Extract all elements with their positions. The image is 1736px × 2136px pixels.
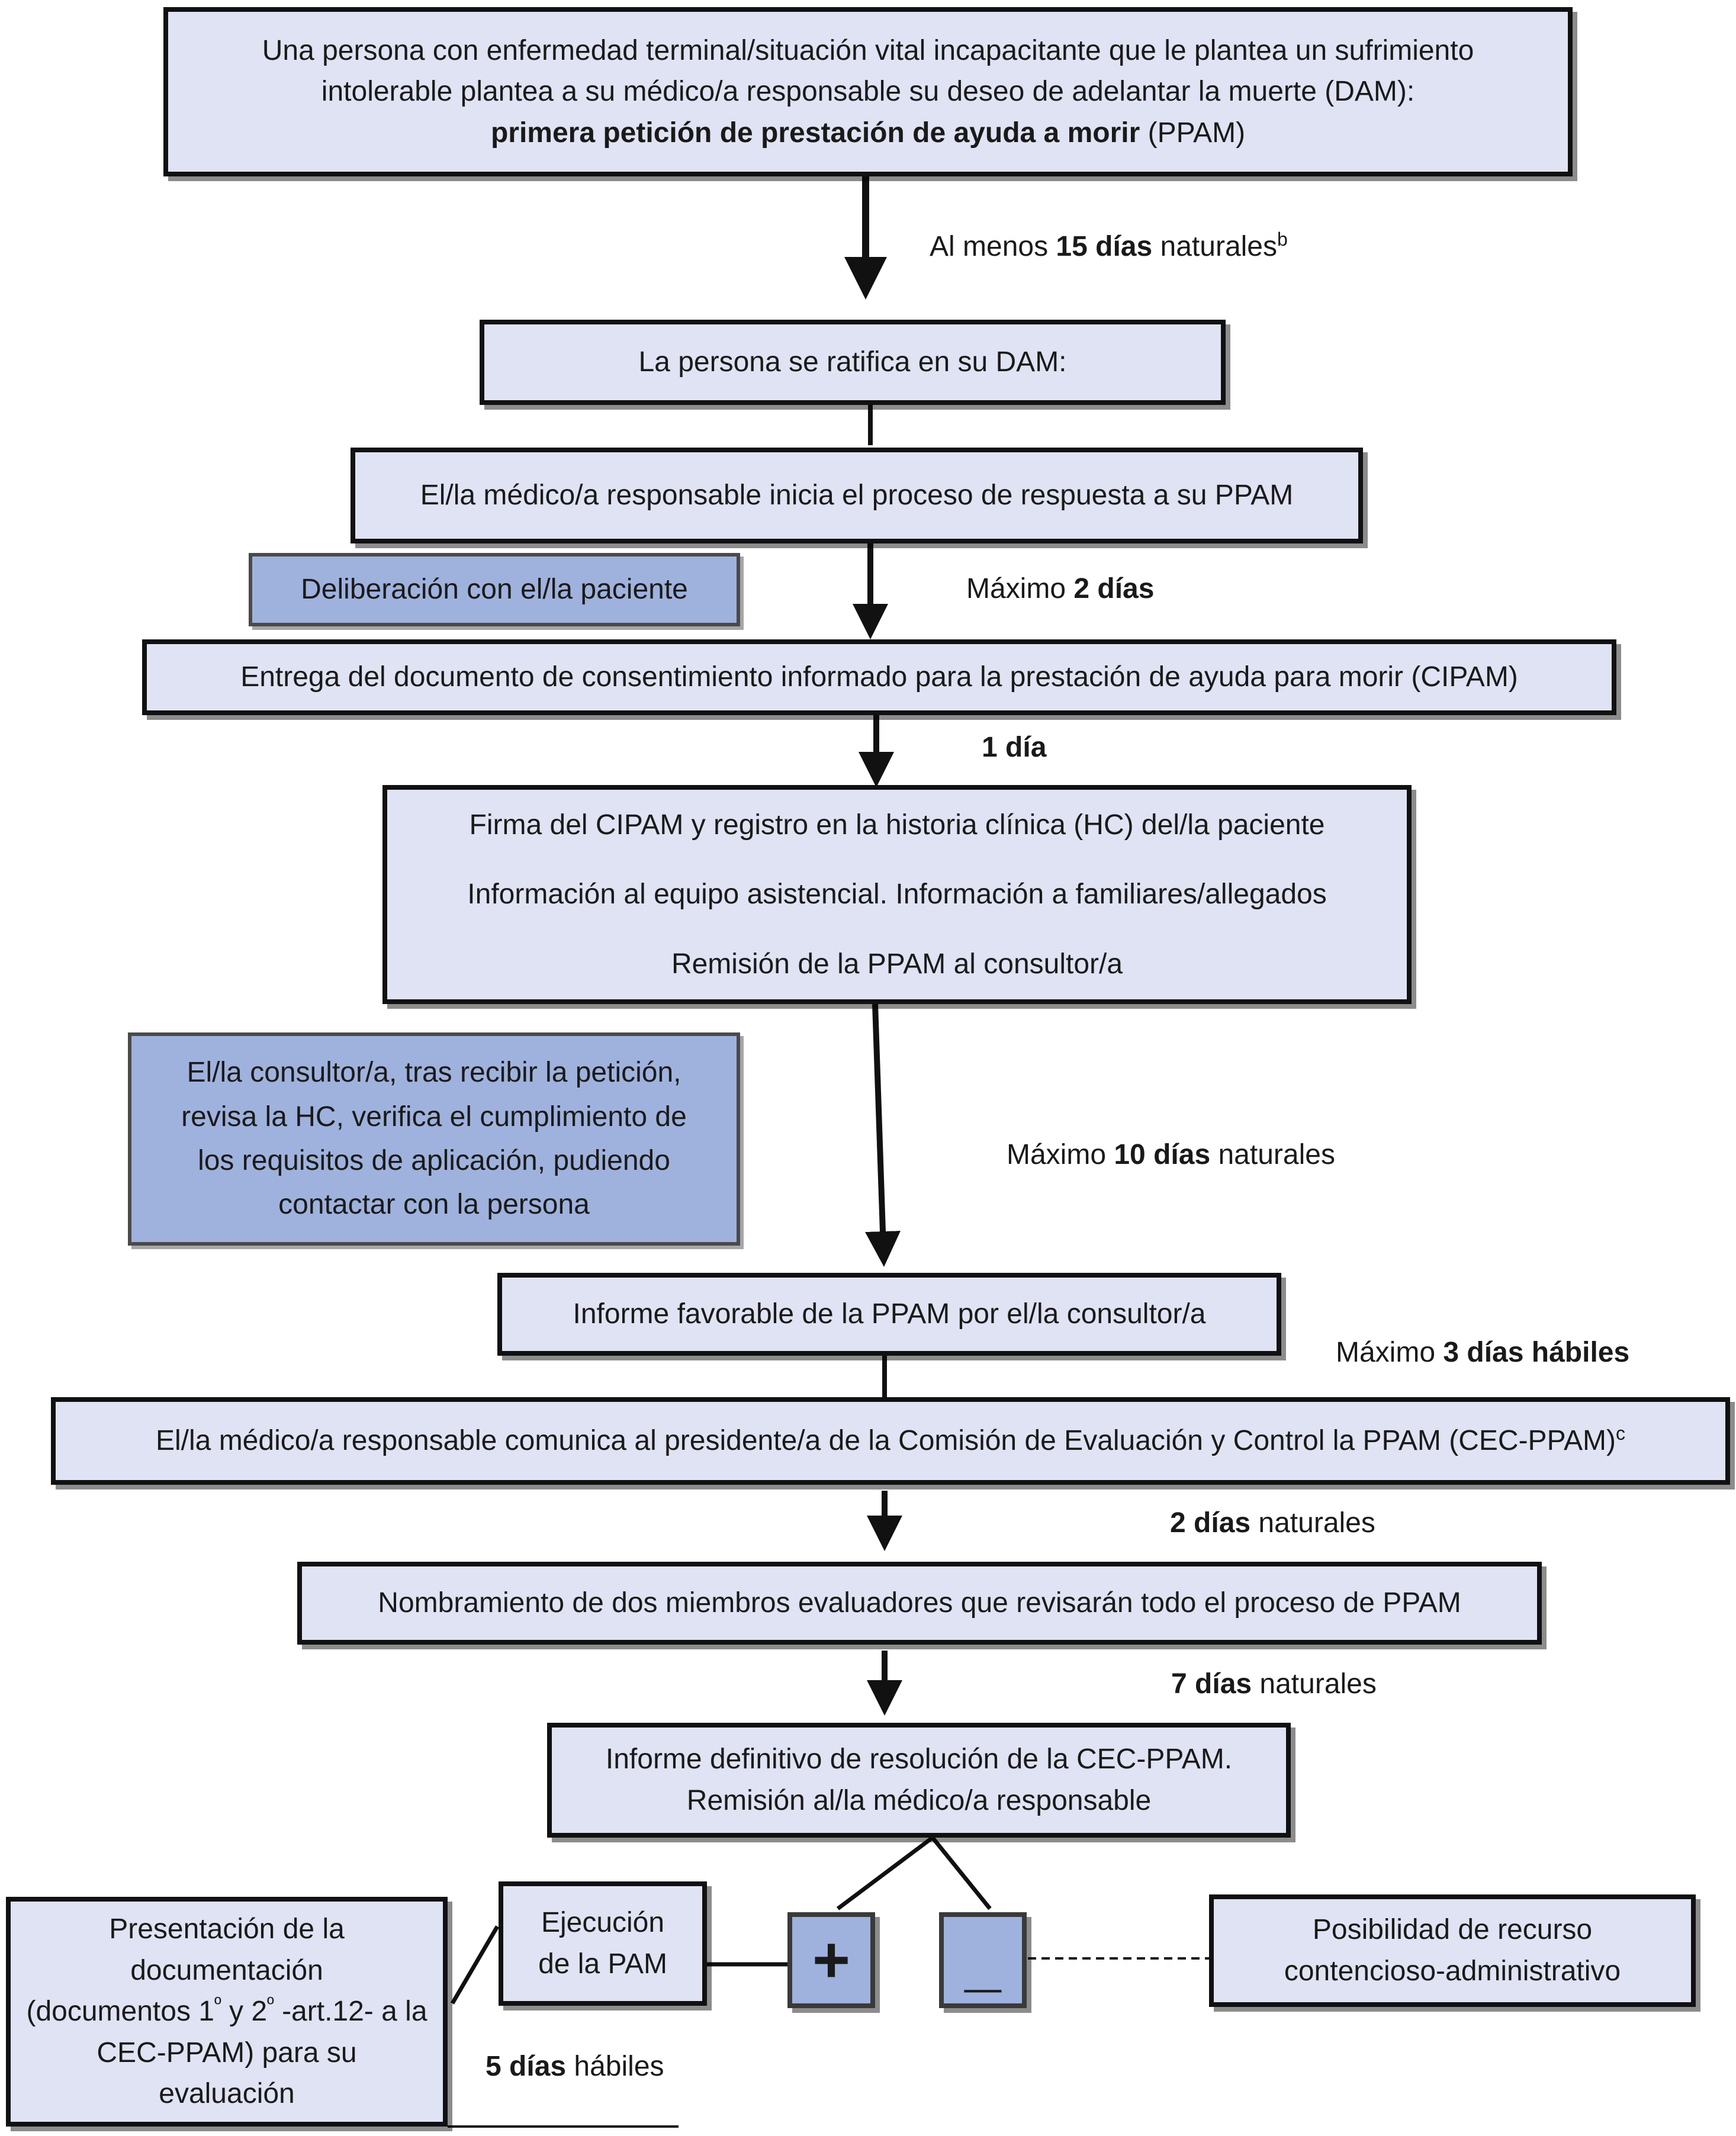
timing-max-10-days: Máximo 10 días naturales [1007, 1139, 1335, 1170]
timing-5-business-days: 5 días hábiles [486, 2051, 664, 2082]
cipam-delivery-box: Entrega del documento de consentimiento … [142, 639, 1616, 715]
branch-line-minus [931, 1836, 992, 1910]
plus-symbol: + [812, 1923, 851, 1996]
final-report-line1: Informe definitivo de resolución de la C… [605, 1743, 1233, 1775]
favorable-outcome-plus: + [787, 1912, 875, 2008]
final-report-line2: Remisión al/la médico/a responsable [686, 1785, 1152, 1816]
timing-max-2-days: Máximo 2 días [966, 573, 1155, 604]
execution-line2: de la PAM [538, 1948, 667, 1980]
doctor-starts-box: El/la médico/a responsable inicia el pro… [351, 448, 1363, 543]
documentation-line1: Presentación de la [109, 1913, 345, 1945]
appoint-evaluators-box: Nombramiento de dos miembros evaluadores… [297, 1562, 1542, 1645]
doctor-starts-text: El/la médico/a responsable inicia el pro… [420, 480, 1294, 512]
appeal-line1: Posibilidad de recurso [1312, 1914, 1593, 1946]
appeal-line2: contencioso-administrativo [1284, 1955, 1621, 1987]
deliberation-box: Deliberación con el/la paciente [249, 553, 740, 626]
first-request-line2: intolerable plantea a su médico/a respon… [321, 76, 1415, 108]
documentation-line2: documentación [130, 1954, 323, 1986]
communicate-cec-text: El/la médico/a responsable comunica al p… [155, 1425, 1616, 1457]
arrow-to-favorable [865, 1003, 901, 1267]
first-request-line1: Una persona con enfermedad terminal/situ… [262, 34, 1474, 66]
communicate-cec-box: El/la médico/a responsable comunica al p… [51, 1397, 1730, 1485]
first-request-bold: primera petición de prestación de ayuda … [490, 117, 1140, 149]
unfavorable-outcome-minus: _ [939, 1912, 1027, 2008]
favorable-report-text: Informe favorable de la PPAM por el/la c… [573, 1298, 1206, 1330]
appoint-evaluators-text: Nombramiento de dos miembros evaluadores… [378, 1587, 1461, 1619]
consultant-review-line2: revisa la HC, verifica el cumplimiento d… [181, 1101, 687, 1133]
sign-cipam-line1: Firma del CIPAM y registro en la histori… [469, 809, 1325, 841]
first-request-suffix: (PPAM) [1140, 117, 1246, 149]
cipam-delivery-text: Entrega del documento de consentimiento … [240, 661, 1518, 693]
deliberation-text: Deliberación con el/la paciente [301, 574, 688, 606]
consultant-review-line1: El/la consultor/a, tras recibir la petic… [187, 1057, 681, 1089]
sign-cipam-line3: Remisión de la PPAM al consultor/a [671, 948, 1123, 980]
ratification-text: La persona se ratifica en su DAM: [638, 346, 1067, 378]
timing-15-days: Al menos 15 días naturalesb [930, 229, 1288, 262]
minus-symbol: _ [965, 1926, 1001, 1999]
timing-2-natural-days: 2 días naturales [1170, 1507, 1375, 1539]
timing-max-3-business-days: Máximo 3 días hábiles [1336, 1337, 1630, 1368]
consultant-review-box: El/la consultor/a, tras recibir la petic… [128, 1032, 740, 1246]
ratification-box: La persona se ratifica en su DAM: [480, 320, 1226, 405]
timing-7-natural-days: 7 días naturales [1171, 1668, 1377, 1700]
sign-cipam-box: Firma del CIPAM y registro en la histori… [382, 785, 1412, 1004]
consultant-review-line4: contactar con la persona [278, 1189, 590, 1221]
consultant-review-line3: los requisitos de aplicación, pudiendo [198, 1145, 670, 1176]
first-request-box: Una persona con enfermedad terminal/situ… [163, 7, 1573, 176]
favorable-report-box: Informe favorable de la PPAM por el/la c… [497, 1273, 1281, 1356]
sign-cipam-line2: Información al equipo asistencial. Infor… [467, 879, 1327, 911]
documentation-line3: (documentos 1º y 2º -art.12- a la [26, 1993, 427, 2028]
documentation-line5: evaluación [159, 2078, 295, 2110]
branch-line-plus [836, 1836, 934, 1910]
final-report-box: Informe definitivo de resolución de la C… [547, 1723, 1291, 1838]
execution-line1: Ejecución [541, 1907, 665, 1939]
timing-1-day: 1 día [982, 732, 1047, 763]
communicate-cec-footnote: c [1616, 1423, 1626, 1445]
documentation-box: Presentación de la documentación (docume… [6, 1897, 448, 2127]
execution-box: Ejecución de la PAM [499, 1881, 707, 2006]
documentation-line4: CEC-PPAM) para su [97, 2037, 357, 2069]
execution-to-documentation-line [450, 1925, 500, 2005]
appeal-box: Posibilidad de recurso contencioso-admin… [1209, 1894, 1696, 2007]
